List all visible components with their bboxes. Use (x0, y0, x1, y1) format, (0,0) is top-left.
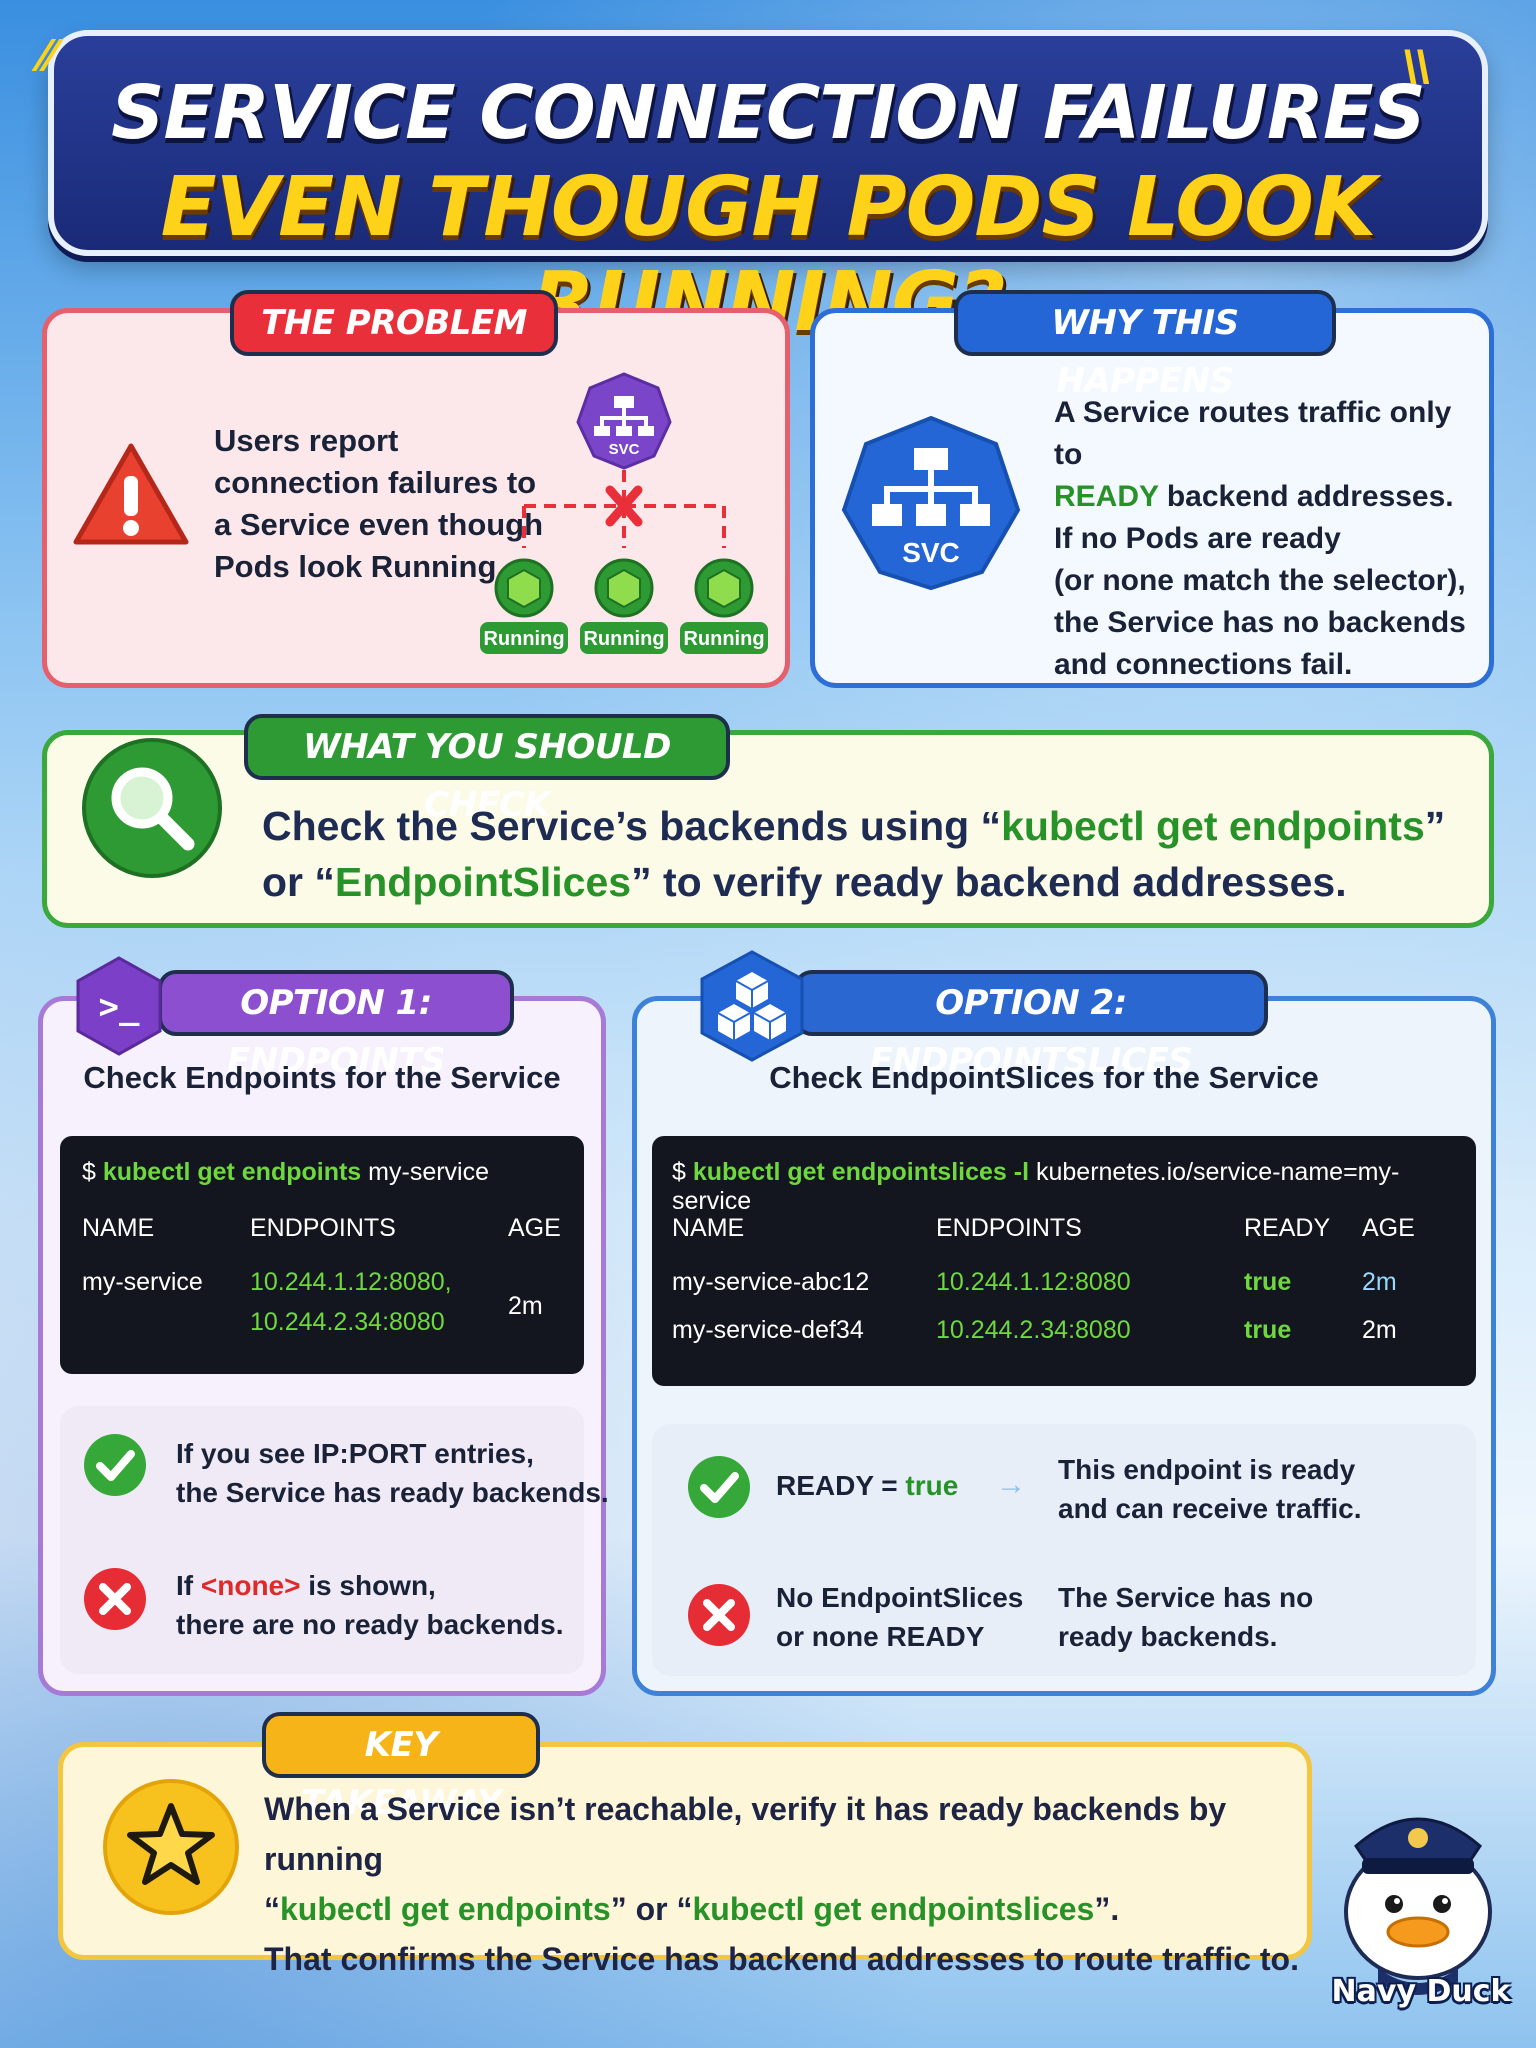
x-circle-icon (84, 1568, 146, 1630)
problem-description: Users report connection failures to a Se… (214, 423, 544, 584)
pod-status-label: Running (483, 628, 564, 650)
option1-info (60, 1406, 584, 1674)
column-header: NAME (82, 1214, 155, 1242)
takeaway-description: When a Service isn’t reachable, verify i… (264, 1791, 1299, 1977)
option2-ok-desc: This endpoint is ready and can receive t… (1058, 1454, 1362, 1524)
arrow-right-icon: → (996, 1468, 1026, 1501)
option2-subtitle: Check EndpointSlices for the Service (769, 1060, 1319, 1095)
table-cell: 2m (1362, 1268, 1397, 1296)
x-circle-icon (688, 1584, 750, 1646)
star-icon (103, 1779, 239, 1915)
table-cell: 10.244.2.34:8080 (936, 1316, 1131, 1344)
option2-bad-desc: The Service has no ready backends. (1058, 1582, 1314, 1652)
column-header: ENDPOINTS (250, 1214, 396, 1242)
column-header: NAME (672, 1214, 745, 1242)
duck-mascot-logo (1344, 1817, 1492, 1995)
svg-text:>_: >_ (99, 987, 140, 1027)
check-circle-icon (84, 1434, 146, 1496)
pod-status-label: Running (683, 628, 764, 650)
table-cell: 10.244.2.34:8080 (250, 1308, 445, 1336)
check-circle-icon (688, 1456, 750, 1518)
sparkle-icon: ⁄⁄ (40, 29, 56, 81)
table-cell: my-service (82, 1268, 203, 1296)
option2-info (652, 1424, 1476, 1676)
option1-terminal: $ kubectl get endpoints my-service NAME … (60, 1136, 584, 1374)
option1-bad-text: If <none> is shown, there are no ready b… (176, 1570, 564, 1640)
table-cell: 2m (1362, 1316, 1397, 1344)
problem-tab: THE PROBLEM (230, 290, 558, 356)
sparkle-icon: \\ (1404, 41, 1430, 93)
svg-text:SVC: SVC (609, 441, 640, 458)
option1-ok-text: If you see IP:PORT entries, the Service … (176, 1438, 609, 1508)
terminal-command: $ kubectl get endpointslices -l kubernet… (672, 1158, 1400, 1215)
terminal-icon: >_ (76, 956, 162, 1056)
column-header: READY (1244, 1214, 1331, 1242)
table-cell: true (1244, 1268, 1292, 1296)
check-tab: WHAT YOU SHOULD CHECK (244, 714, 730, 825)
title-line-2: EVEN THOUGH PODS LOOK RUNNING? (160, 160, 1377, 350)
table-cell: 10.244.1.12:8080, (250, 1268, 452, 1296)
column-header: AGE (1362, 1214, 1415, 1242)
takeaway-panel (58, 1742, 1312, 1960)
option1-tab: OPTION 1: ENDPOINTS (158, 970, 514, 1081)
option2-bad-label: No EndpointSlices or none READY (776, 1582, 1024, 1652)
option2-ok-label: READY = true (776, 1470, 959, 1501)
check-description: Check the Service’s backends using “kube… (262, 803, 1446, 905)
takeaway-tab: KEY TAKEAWAY (262, 1712, 540, 1823)
search-icon (82, 738, 222, 878)
option2-tab: OPTION 2: ENDPOINTSLICES (794, 970, 1268, 1081)
why-description: A Service routes traffic only to READY b… (1054, 396, 1466, 681)
table-cell: 10.244.1.12:8080 (936, 1268, 1131, 1296)
brand-name: Navy Duck (1331, 1974, 1511, 2009)
terminal-command: $ kubectl get endpoints my-service (82, 1158, 490, 1186)
option2-terminal: $ kubectl get endpointslices -l kubernet… (652, 1136, 1476, 1386)
table-cell: my-service-abc12 (672, 1268, 870, 1296)
title-line-1: SERVICE CONNECTION FAILURES (111, 70, 1426, 156)
table-cell: true (1244, 1316, 1292, 1344)
service-icon: SVC (842, 415, 1020, 591)
option1-subtitle: Check Endpoints for the Service (83, 1060, 561, 1095)
title-banner: SERVICE CONNECTION FAILURES EVEN THOUGH … (48, 30, 1488, 350)
pods-diagram: SVC Running Running Running (480, 372, 768, 654)
table-cell: my-service-def34 (672, 1316, 864, 1344)
table-cell: 2m (508, 1292, 543, 1320)
warning-icon (73, 443, 189, 545)
column-header: ENDPOINTS (936, 1214, 1082, 1242)
column-header: AGE (508, 1214, 561, 1242)
svg-text:SVC: SVC (902, 537, 960, 568)
why-tab: WHY THIS HAPPENS (954, 290, 1336, 401)
cubes-icon (700, 950, 804, 1062)
pod-status-label: Running (583, 628, 664, 650)
